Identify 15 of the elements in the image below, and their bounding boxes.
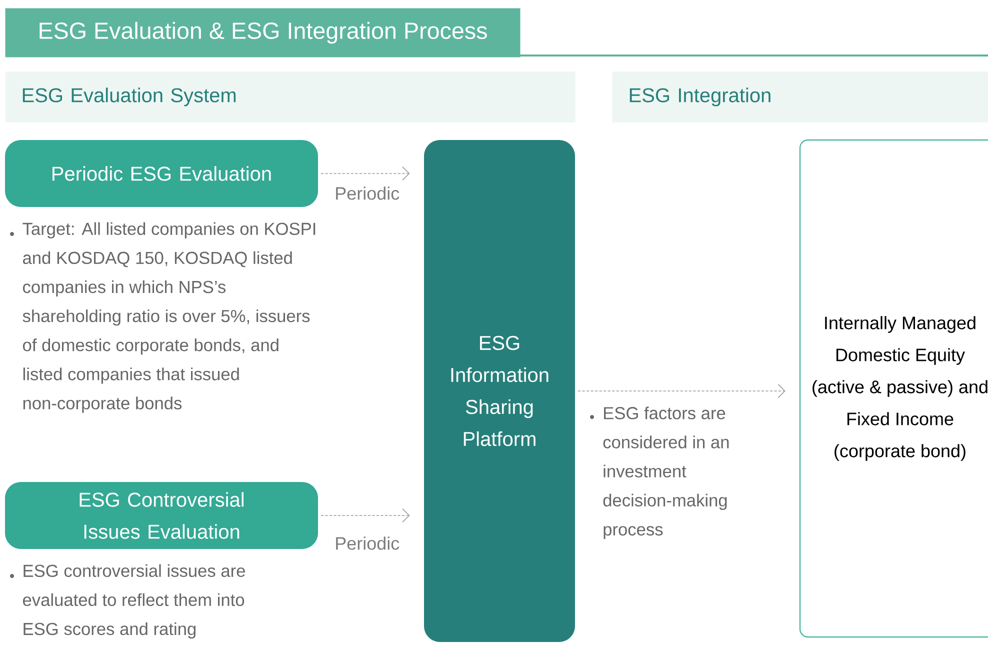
edge-label: Periodic bbox=[336, 186, 400, 200]
process-box: Periodic ESG Evaluation bbox=[5, 140, 318, 207]
platform-box: ESG Information Sharing Platform bbox=[424, 140, 575, 642]
arrow bbox=[578, 384, 786, 398]
edge-label: ESG factors are considered in an investment decision-making process bbox=[603, 406, 729, 539]
bullet-text: Target: All listed companies on KOSPI and KOSDAQ 150, KOSDAQ listed companies in which NPS’s shareholding ratio is over 5%, issuers of domestic corporate bonds, and listed companies that issued non-corporate bonds bbox=[22, 222, 316, 413]
process-box: ESG Controversial Issues Evaluation bbox=[5, 482, 318, 549]
arrow bbox=[320, 166, 410, 181]
section-band: ESG Evaluation System bbox=[5, 72, 576, 122]
edge-label: Periodic bbox=[336, 536, 400, 550]
target-box: Internally Managed Domestic Equity (active & passive) and Fixed Income (corporate bond) bbox=[799, 139, 988, 638]
bullet-text: ESG controversial issues are evaluated to reflect them into ESG scores and rating bbox=[23, 564, 245, 639]
title-banner: ESG Evaluation & ESG Integration Process bbox=[5, 8, 520, 58]
section-band: ESG Integration bbox=[612, 72, 988, 122]
arrow bbox=[320, 508, 410, 523]
